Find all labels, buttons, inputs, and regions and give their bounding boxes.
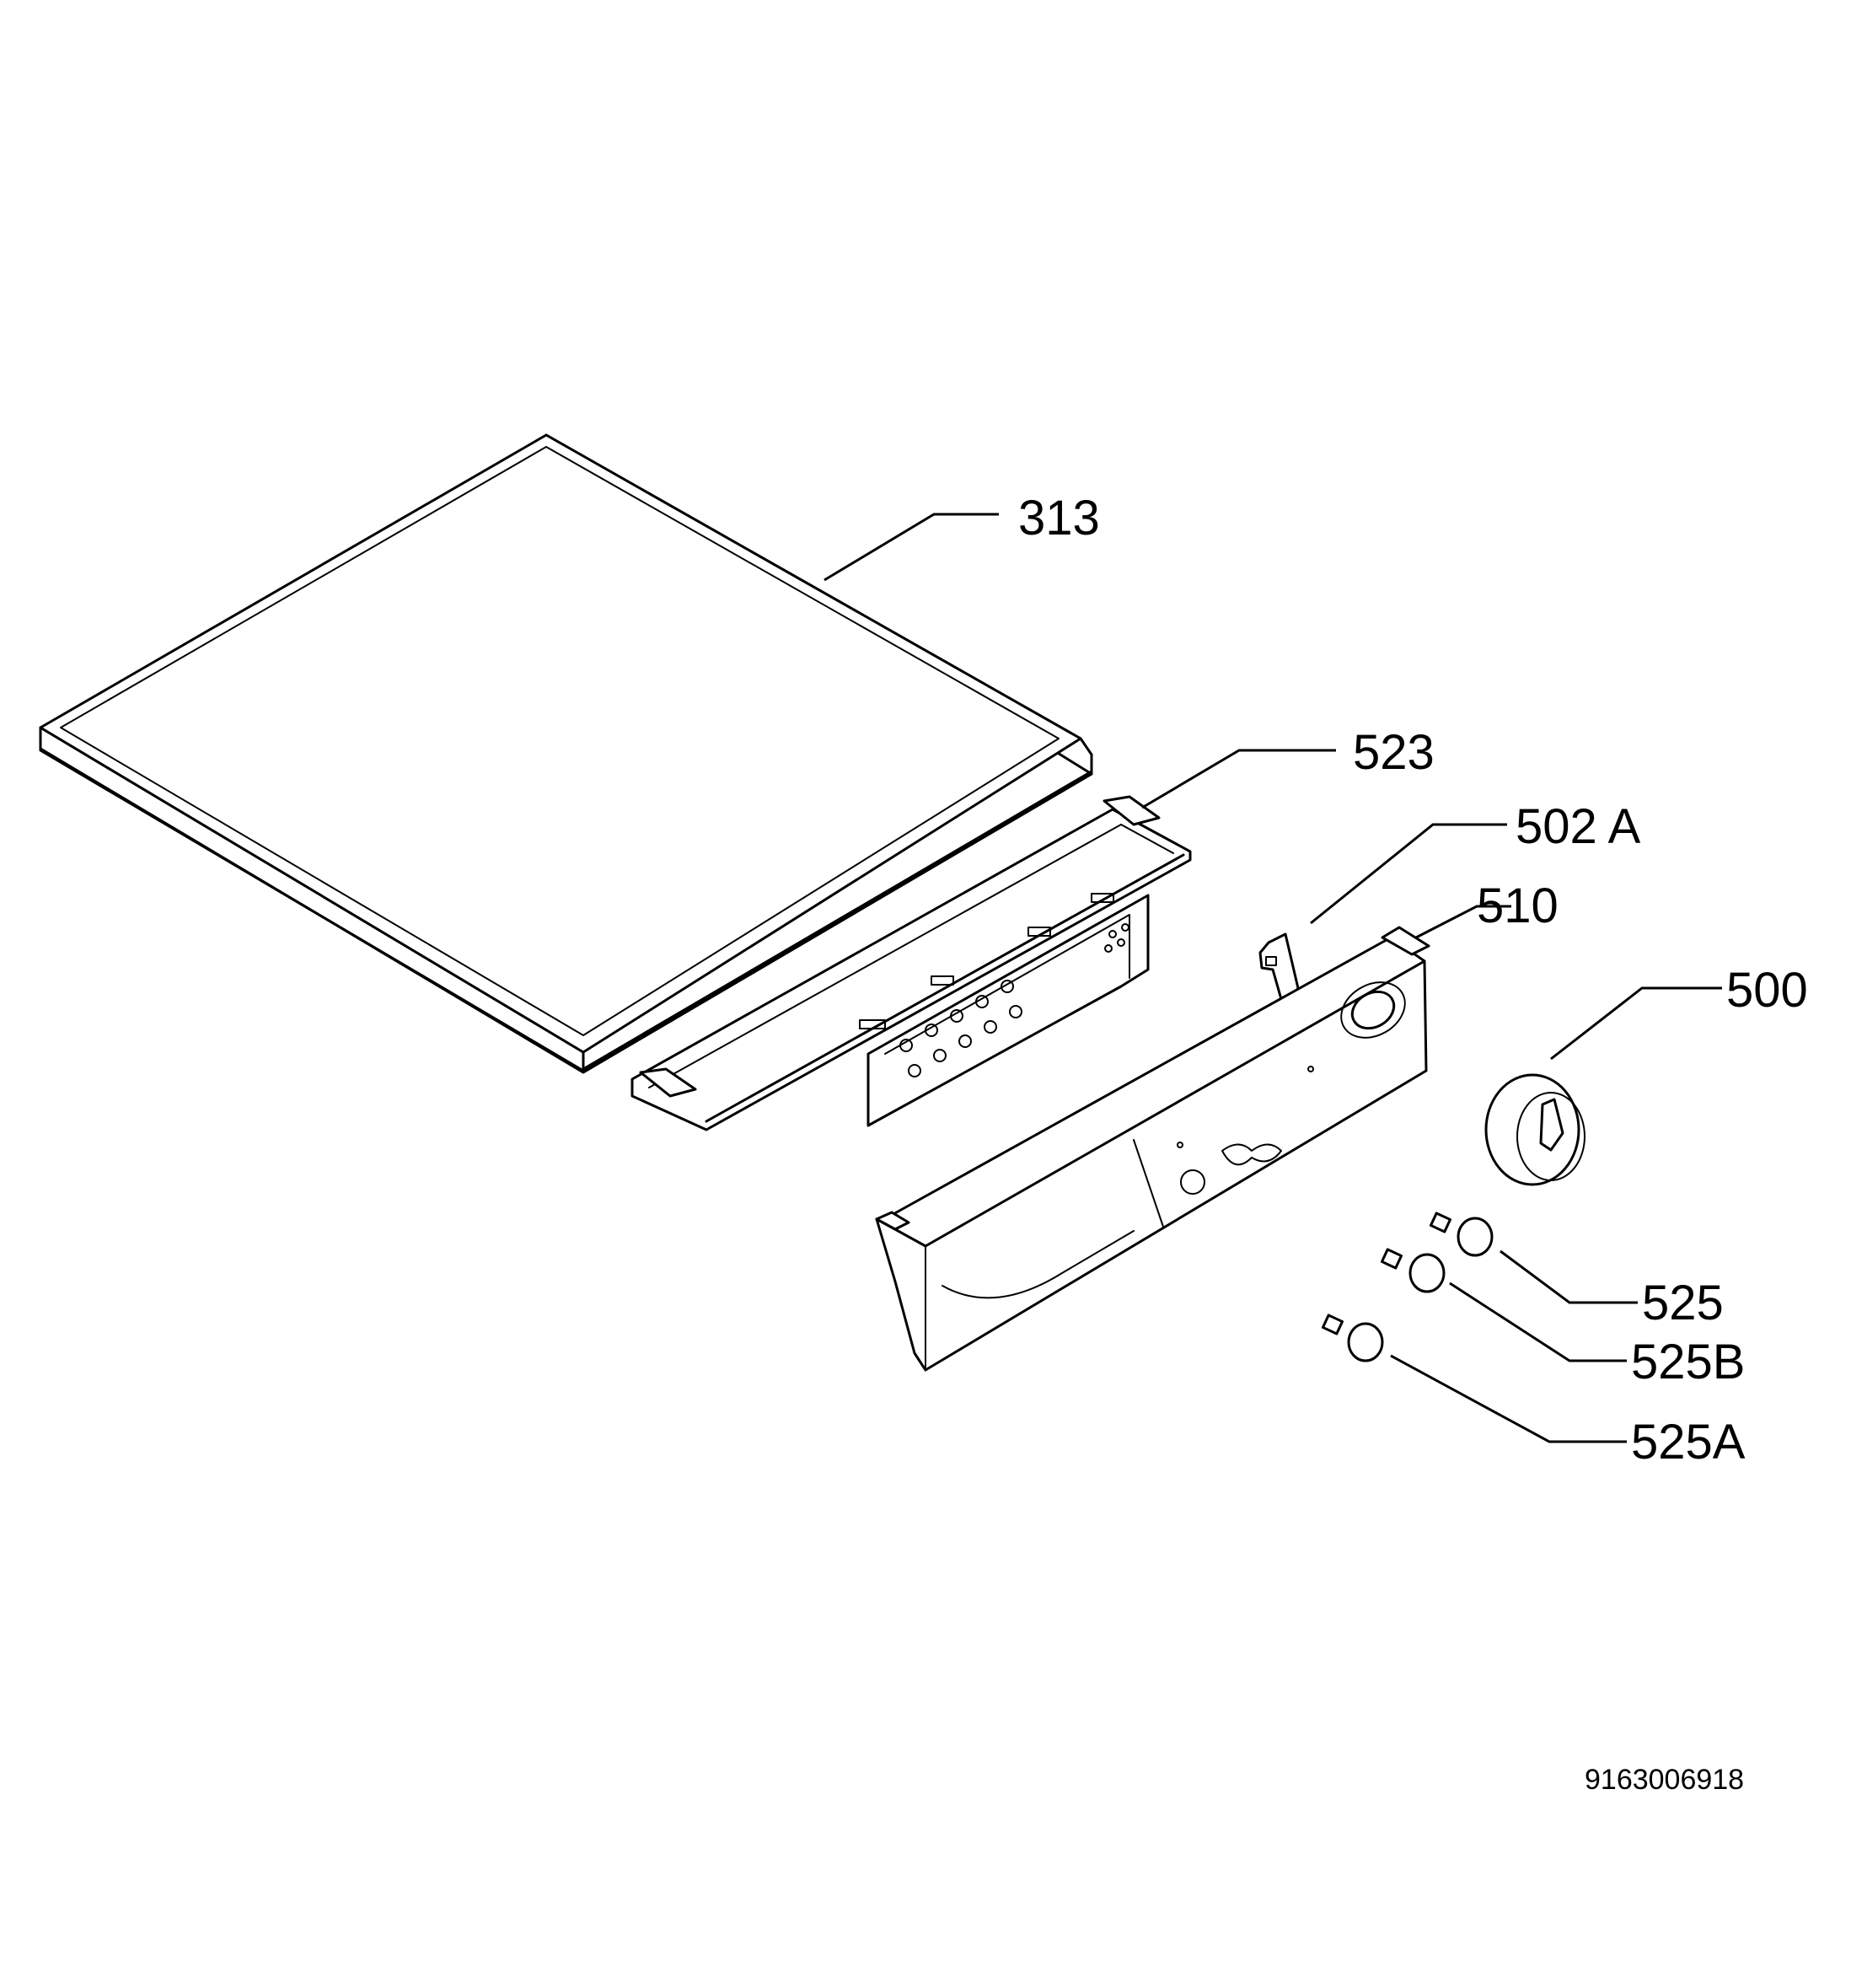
part-500-knob [1484,1073,1585,1186]
leader-525 [1500,1249,1638,1304]
document-number: 9163006918 [1585,1764,1744,1796]
leader-313 [824,513,999,582]
leader-502a [1310,823,1507,925]
callout-525a: 525A [1631,1415,1746,1470]
leader-523 [1141,749,1336,809]
leader-525b [1449,1281,1627,1362]
leader-525a [1390,1354,1627,1443]
callout-502a: 502 A [1516,799,1641,854]
callout-510: 510 [1477,878,1559,933]
part-525-button [1429,1212,1494,1257]
leader-500 [1550,986,1722,1061]
callout-523: 523 [1353,725,1435,780]
callout-525b: 525B [1631,1335,1745,1389]
part-525a-button [1321,1314,1384,1362]
part-510-control-panel [875,926,1430,1372]
callout-313: 313 [1018,491,1100,545]
part-313-top-cover [39,433,1093,1074]
callout-525: 525 [1642,1276,1724,1330]
part-525b-button [1380,1248,1446,1293]
callout-500: 500 [1726,963,1808,1018]
leader-lines [824,513,1722,1443]
part-523-support-bracket [630,795,1192,1131]
leader-510 [1415,905,1511,939]
